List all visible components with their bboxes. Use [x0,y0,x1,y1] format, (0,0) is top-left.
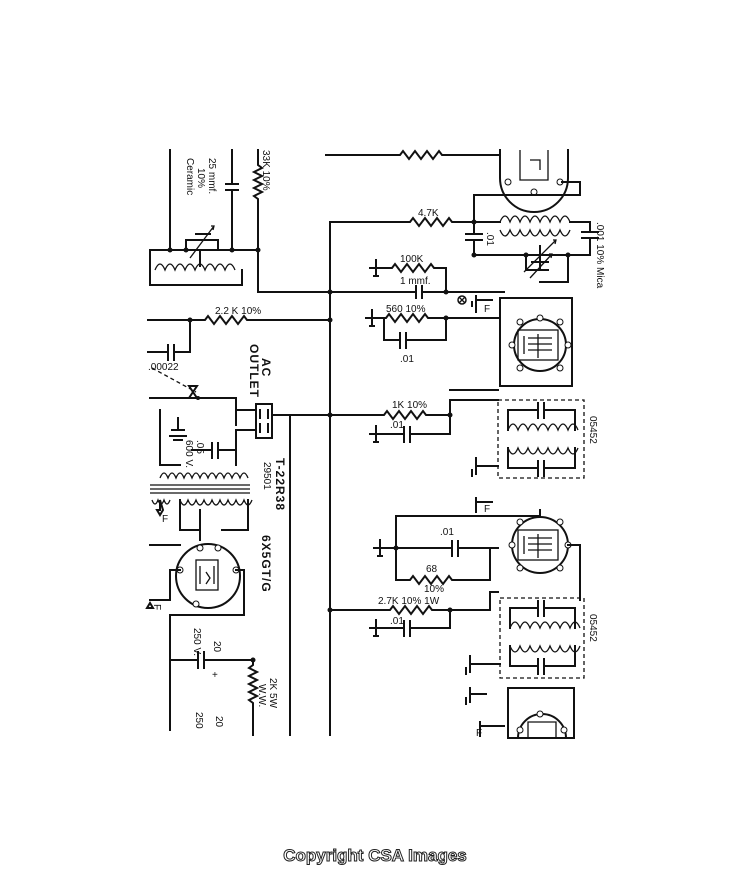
filament-f-5: F [476,728,482,739]
converter-tube [499,297,573,387]
grid-leak-section: 100K 1 mmf. F [329,254,505,315]
cap-001-mica-label: .001 10% Mica [594,222,605,289]
ac-outlet-label-1: AC [259,358,273,377]
bottom-250-label: 250 [193,712,204,729]
cap-01-b-label: .01 [400,354,414,365]
res-68-label: 68 [426,564,438,575]
res-4-7k-label: 4.7K [418,208,439,219]
cap-01-a-label: .01 [484,232,495,246]
res-2-7k-label: 2.7K 10% 1W [378,596,440,607]
res-560-label: 560 10% [386,304,426,315]
filament-f-4: F [484,504,490,515]
res-68-tol: 10% [424,584,444,595]
cap-01-c-label: .01 [390,420,404,431]
res-ww-label: W.W. [256,684,267,707]
transformer-label-1: T-22R38 [273,458,287,511]
res-2-7k-section: 2.7K 10% 1W .01 [329,591,499,637]
filament-f-1: F [162,514,168,525]
res-1k-section: 1K 10% .01 [329,389,499,443]
plus-sign: + [212,670,218,681]
cap-25mmf-tol: 10% [195,168,206,188]
cap-01-e-label: .01 [390,616,404,627]
cap-05-label: .05 [194,440,205,454]
part-05452-b-label: 05452 [587,614,598,642]
cap-600v-label: 600 V. [183,440,194,468]
copyright-watermark: Copyright CSA Images [283,846,468,866]
res-100k-label: 100K [400,254,424,265]
if-amp-tube [395,509,581,601]
res-33k-label: 33K 10% [260,150,271,191]
cap-00022: .00022 [147,319,191,373]
filament-f-3: F [484,304,490,315]
bottom-20-label: 20 [213,716,224,728]
antenna-coil-section: 25 mmf. 10% Ceramic 33K 10% [149,149,271,293]
cap-00022-label: .00022 [148,362,179,373]
tuned-circuit-row: 4.7K .01 .001 10% Mica [329,208,605,289]
rectifier-tube: F 6X5GT/G [145,535,273,616]
res-2k-5w-label: 2K 5W [267,678,278,709]
cathode-560-section: 560 10% .01 [365,304,499,365]
rectifier-tube-label: 6X5GT/G [259,535,273,593]
res-1k-label: 1K 10% [392,400,427,411]
cap-1mmf-label: 1 mmf. [400,276,431,287]
ac-switch-outlet: AC OUTLET [149,344,331,466]
if-transformer-2: 05452 [465,597,598,679]
cap-25mmf-label: 25 mmf. [206,158,217,194]
power-transformer: F T-22R38 29501 [150,458,287,541]
ac-outlet-label-2: OUTLET [247,344,261,398]
cap-25mmf-type: Ceramic [184,158,195,195]
part-05452-a-label: 05452 [587,416,598,444]
filter-section: 20 250 V. + 2K 5W W.W. 250 20 [169,614,278,736]
cathode-68-section: .01 68 10% [373,515,499,595]
cap-05-600v: .05 600 V. [169,417,237,468]
detector-tube-stage: F [465,687,575,740]
if-transformer-1: 05452 F [471,399,598,515]
res-2-2k-label: 2.2 K 10% [215,306,261,317]
top-tube-stage [325,149,581,223]
cap-20-label: 20 [211,641,222,653]
filament-f-2: F [151,604,162,610]
cap-250v-label: 250 V. [191,628,202,656]
transformer-label-2: 29501 [261,462,272,490]
cap-01-d-label: .01 [440,527,454,538]
